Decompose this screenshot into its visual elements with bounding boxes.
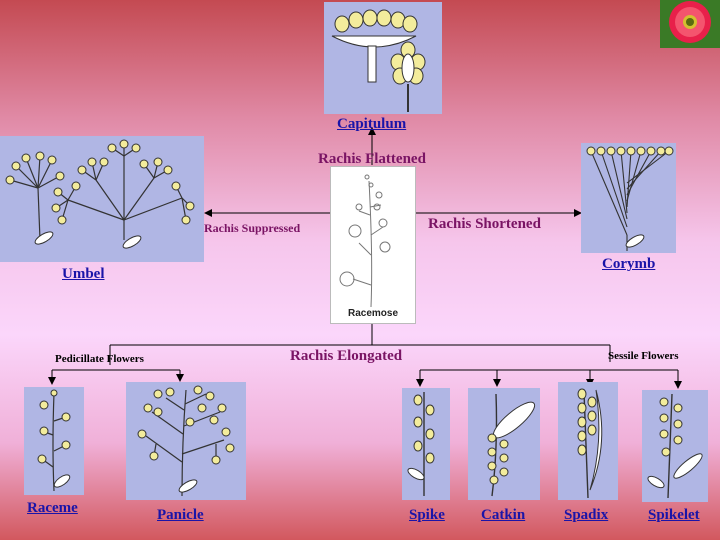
- corymb-link[interactable]: Corymb: [602, 256, 656, 272]
- raceme-panel: [24, 387, 84, 495]
- spikelet-link[interactable]: Spikelet: [648, 507, 700, 523]
- corymb-panel: [581, 143, 676, 253]
- capitulum-panel: [324, 2, 442, 114]
- rachis-flattened-label: Rachis Flattened: [318, 151, 426, 167]
- catkin-link[interactable]: Catkin: [481, 507, 526, 523]
- gerbera-flower-photo: [660, 0, 720, 48]
- rachis-shortened-label: Rachis Shortened: [428, 216, 541, 232]
- sessile-flowers-label: Sessile Flowers: [608, 350, 679, 362]
- pedicillate-flowers-label: Pedicillate Flowers: [55, 353, 144, 365]
- umbel-panel: [0, 136, 204, 262]
- capitulum-link[interactable]: Capitulum: [337, 116, 407, 132]
- raceme-link[interactable]: Raceme: [27, 500, 78, 516]
- spikelet-panel: [642, 390, 708, 502]
- panicle-link[interactable]: Panicle: [157, 507, 204, 523]
- spike-panel: [402, 388, 450, 500]
- racemose-label: Racemose: [347, 308, 399, 319]
- catkin-panel: [468, 388, 540, 500]
- spadix-link[interactable]: Spadix: [564, 507, 609, 523]
- rachis-suppressed-label: Rachis Suppressed: [204, 221, 301, 235]
- racemose-center-panel: Racemose: [330, 166, 416, 324]
- rachis-elongated-label: Rachis Elongated: [290, 348, 403, 364]
- panicle-panel: [126, 382, 246, 500]
- spadix-panel: [558, 382, 618, 500]
- spike-link[interactable]: Spike: [409, 507, 445, 523]
- umbel-link[interactable]: Umbel: [62, 266, 105, 282]
